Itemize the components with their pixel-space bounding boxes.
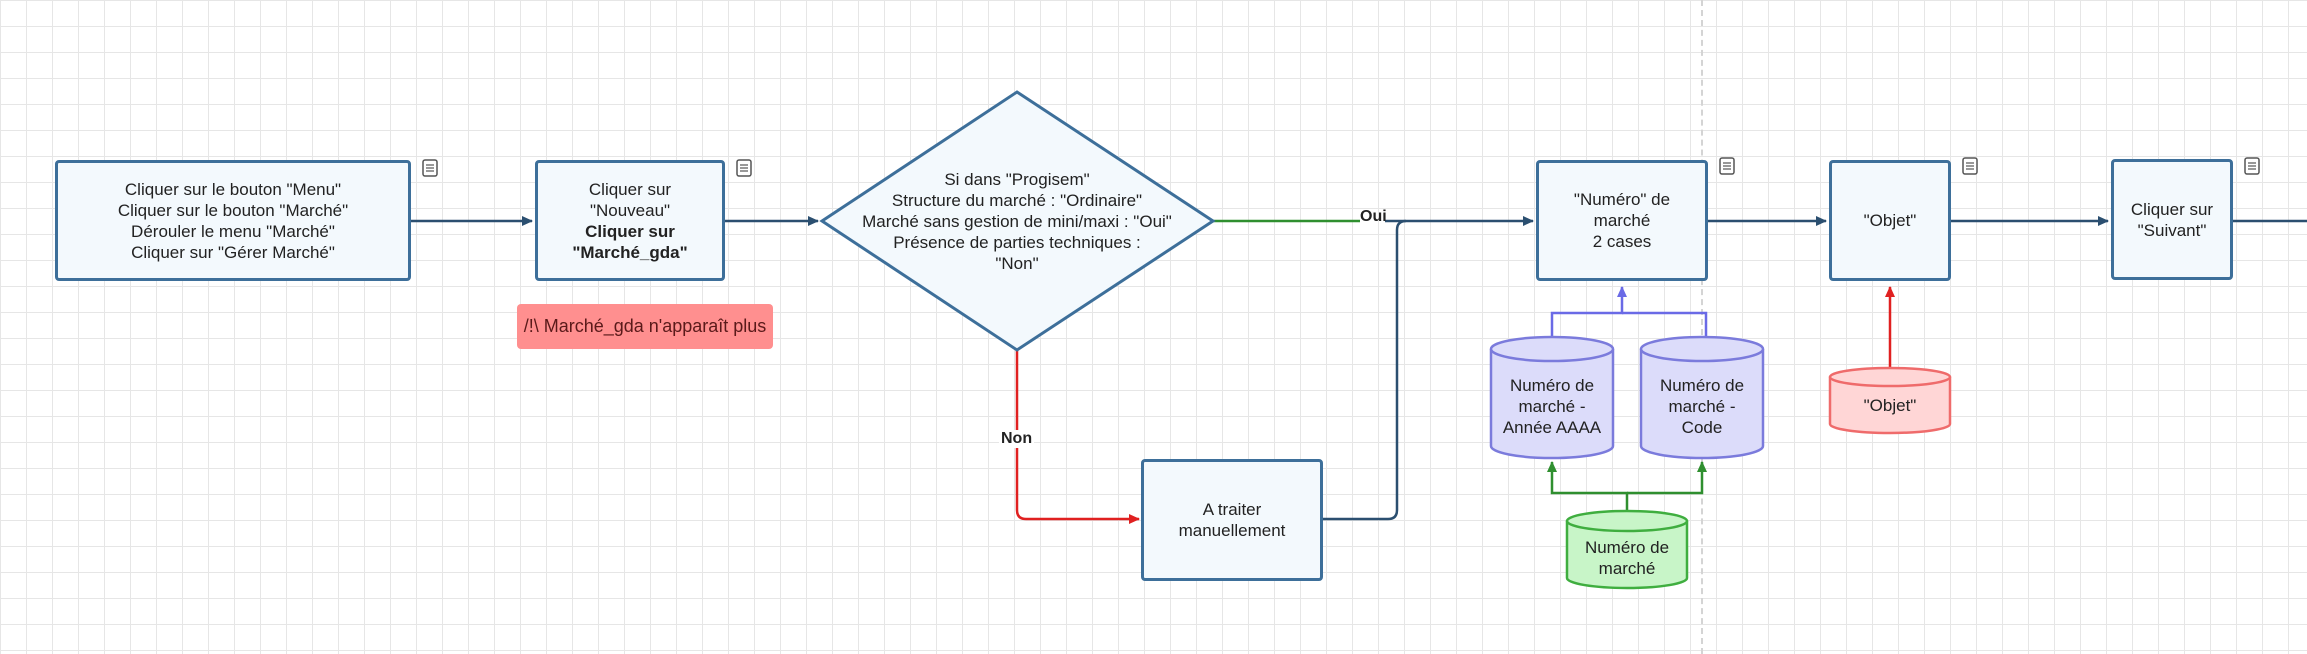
page-boundary-guide [1701,0,1703,654]
node-numero-line-2: marché [1593,211,1651,230]
node-nouveau[interactable]: Cliquer sur "Nouveau" Cliquer sur "March… [535,160,725,281]
note-icon[interactable] [1718,157,1736,175]
node-nouveau-line-1: Cliquer sur [588,179,672,199]
node-decision-line-3: Marché sans gestion de mini/maxi : "Oui" [862,211,1172,231]
note-icon[interactable] [421,159,439,177]
node-suivant-line-1: Cliquer sur [2130,199,2214,219]
node-decision-text: Si dans "Progisem" Structure du marché :… [842,160,1192,282]
node-menu-line-3: Dérouler le menu "Marché" [131,221,335,241]
edge-label-non: Non [999,430,1035,448]
node-suivant[interactable]: Cliquer sur "Suivant" [2111,159,2233,280]
edge-annee-to-numero[interactable] [1550,286,1627,340]
cylinder-numero-source-line-2: marché [1598,559,1656,578]
cylinder-annee-line-2: marché - [1518,396,1586,416]
node-numero-line-3: 2 cases [1592,232,1652,251]
node-objet[interactable]: "Objet" [1829,160,1951,281]
edge-src-to-annee[interactable] [1547,461,1629,513]
node-nouveau-bold-line-1: Cliquer sur [585,221,675,241]
warning-note[interactable]: /!\ Marché_gda n'apparaît plus [517,304,773,349]
cylinder-annee-line-3: Année AAAA [1502,417,1602,437]
node-suivant-line-2: "Suivant" [2137,220,2207,240]
node-objet-line-1: "Objet" [1863,211,1917,230]
node-nouveau-bold-line-2: "Marché_gda" [572,242,688,262]
note-icon[interactable] [1961,157,1979,175]
node-numero[interactable]: "Numéro" de marché 2 cases [1536,160,1708,281]
edge-manuel-to-numero[interactable] [1323,219,1407,521]
cylinder-code-line-3: Code [1681,417,1723,437]
cylinder-code-line-2: marché - [1668,396,1736,416]
node-menu[interactable]: Cliquer sur le bouton "Menu" Cliquer sur… [55,160,411,281]
node-nouveau-line-2: "Nouveau" [589,200,671,220]
node-menu-line-1: Cliquer sur le bouton "Menu" [124,179,342,199]
node-decision-line-5: "Non" [995,253,1039,273]
cylinder-code-label: Numéro de marché - Code [1641,364,1763,448]
edge-src-to-code[interactable] [1627,461,1707,495]
cylinder-annee-label: Numéro de marché - Année AAAA [1491,364,1613,448]
decision-diamond[interactable] [819,90,1216,352]
node-decision-line-4: Présence de parties techniques : [893,232,1141,252]
edge-decision-non[interactable] [1015,350,1140,524]
edge-label-oui: Oui [1360,208,1387,225]
node-manuel-line-1: A traiter [1202,500,1262,519]
cylinder-objet-source[interactable] [1828,366,1952,435]
note-icon[interactable] [735,159,753,177]
cylinder-numero-source-label: Numéro de marché [1567,533,1687,583]
node-numero-line-1: "Numéro" de [1573,190,1671,209]
cylinder-numero-source[interactable] [1565,509,1689,590]
node-decision-line-1: Si dans "Progisem" [944,169,1090,189]
node-manuel[interactable]: A traiter manuellement [1141,459,1323,581]
cylinder-annee[interactable] [1489,335,1615,460]
node-menu-line-2: Cliquer sur le bouton "Marché" [117,200,349,220]
note-icon[interactable] [2243,157,2261,175]
cylinder-objet-source-line-1: "Objet" [1863,395,1917,415]
cylinder-code-line-1: Numéro de [1659,375,1745,395]
warning-note-text: /!\ Marché_gda n'apparaît plus [523,316,767,336]
node-decision-line-2: Structure du marché : "Ordinaire" [891,190,1143,210]
cylinder-numero-source-line-1: Numéro de [1584,538,1670,557]
node-menu-line-4: Cliquer sur "Gérer Marché" [131,242,335,262]
cylinder-objet-source-label: "Objet" [1830,389,1950,421]
cylinder-code[interactable] [1639,335,1765,460]
node-manuel-line-2: manuellement [1178,521,1286,540]
edge-code-to-numero[interactable] [1622,311,1708,340]
cylinder-annee-line-1: Numéro de [1509,375,1595,395]
